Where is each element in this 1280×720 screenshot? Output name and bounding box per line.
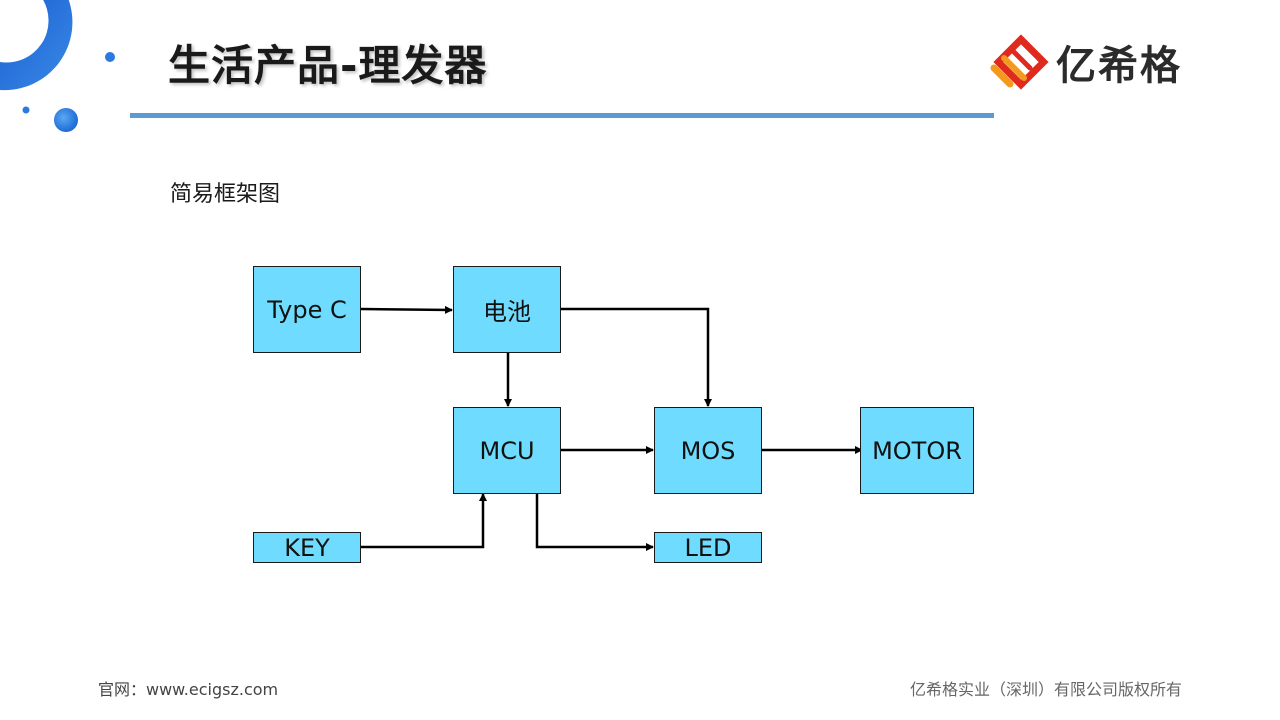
company-logo: 亿希格 bbox=[990, 34, 1182, 90]
title-underline bbox=[130, 113, 994, 118]
edge-mcu-led bbox=[535, 494, 654, 551]
edge-key-mcu bbox=[361, 493, 487, 549]
node-typec: Type C bbox=[253, 266, 361, 353]
small-dot bbox=[105, 52, 115, 62]
logo-mark-icon bbox=[990, 34, 1049, 90]
section-subtitle: 简易框架图 bbox=[170, 182, 281, 207]
footer-website: 官网：www.ecigsz.com bbox=[98, 680, 279, 699]
edge-typec-battery bbox=[360, 305, 453, 314]
arc-shape bbox=[0, 0, 73, 91]
node-battery: 电池 bbox=[453, 266, 561, 353]
node-motor: MOTOR bbox=[860, 407, 974, 494]
medium-dot bbox=[54, 108, 78, 132]
tiny-dot bbox=[22, 106, 30, 114]
logo-text: 亿希格 bbox=[1056, 43, 1182, 89]
node-key: KEY bbox=[253, 532, 361, 563]
footer-copyright: 亿希格实业（深圳）有限公司版权所有 bbox=[909, 680, 1182, 699]
node-mcu: MCU bbox=[453, 407, 561, 494]
edge-battery-mos bbox=[561, 307, 712, 407]
node-led: LED bbox=[654, 532, 762, 563]
node-mos: MOS bbox=[654, 407, 762, 494]
page-title: 生活产品-理发器 bbox=[168, 41, 488, 90]
corner-decoration bbox=[0, 0, 115, 132]
